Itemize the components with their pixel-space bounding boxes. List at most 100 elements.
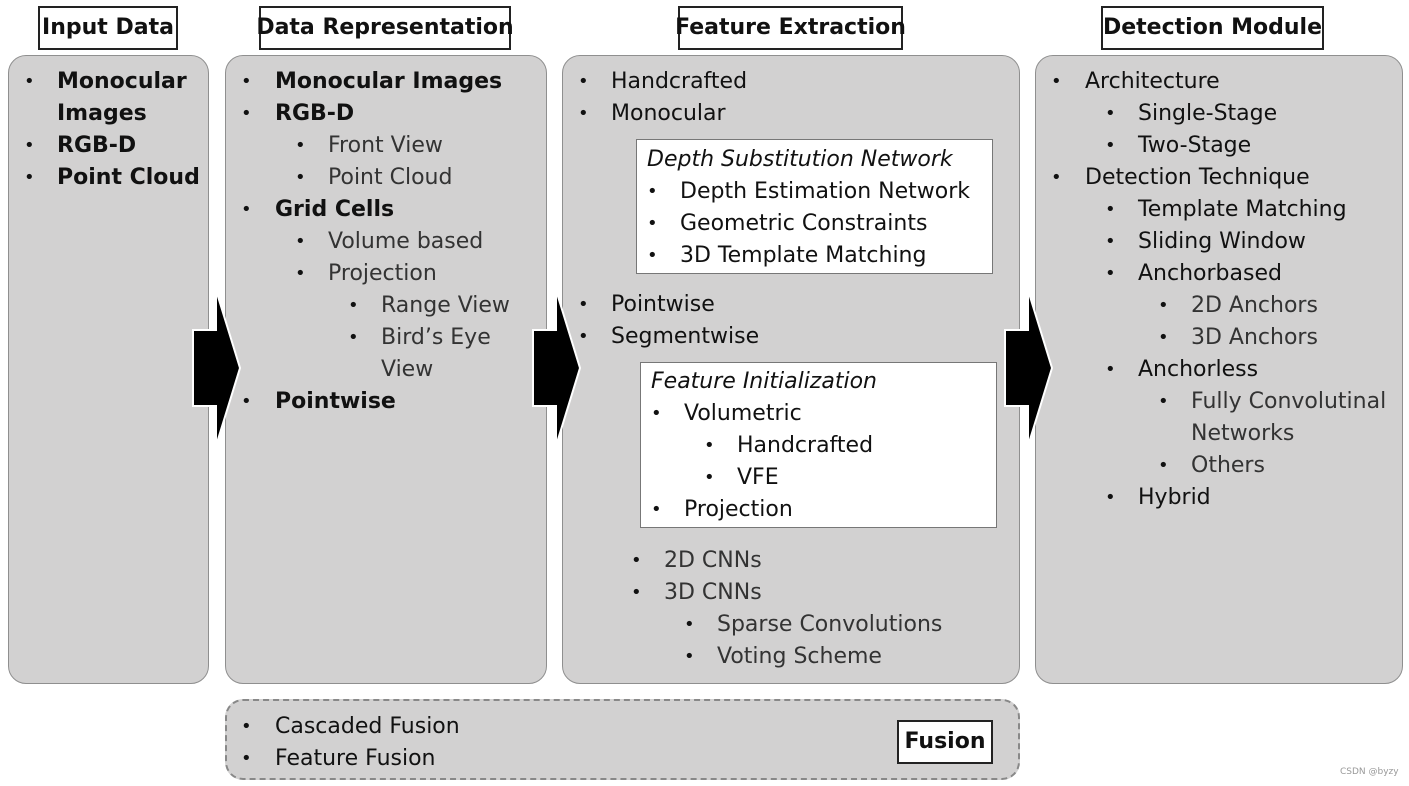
init-box-item: Projection [684, 497, 793, 522]
feature-extraction-title: Feature Extraction [675, 6, 906, 50]
bullet-icon: • [241, 71, 252, 92]
bullet-icon: • [684, 614, 695, 635]
arrow-icon [192, 289, 242, 447]
bullet-icon: • [704, 435, 715, 456]
representation-item: Bird’s Eye [381, 325, 491, 350]
bullet-icon: • [651, 403, 662, 424]
bullet-icon: • [647, 245, 658, 266]
detection-module-panel [1035, 55, 1403, 684]
representation-item: Volume based [328, 229, 484, 254]
input-item: Point Cloud [57, 165, 200, 190]
detection-item: Template Matching [1138, 197, 1347, 222]
bullet-icon: • [295, 263, 306, 284]
bullet-icon: • [1051, 71, 1062, 92]
extraction-item: Voting Scheme [717, 644, 882, 669]
detection-item: 2D Anchors [1191, 293, 1318, 318]
bullet-icon: • [295, 167, 306, 188]
bullet-icon: • [1105, 263, 1116, 284]
extraction-item: Pointwise [611, 292, 715, 317]
feature-initialization-box [640, 362, 997, 528]
input-item: Monocular [57, 69, 187, 94]
detection-item: Architecture [1085, 69, 1220, 94]
data-representation-panel [225, 55, 547, 684]
depth-box-item: Geometric Constraints [680, 211, 928, 236]
detection-item: Single-Stage [1138, 101, 1278, 126]
bullet-icon: • [348, 295, 359, 316]
extraction-item: 2D CNNs [664, 548, 762, 573]
representation-item: Monocular Images [275, 69, 503, 94]
representation-item: View [381, 357, 434, 382]
init-box-item: VFE [737, 465, 779, 490]
init-box-item: Handcrafted [737, 433, 874, 458]
bullet-icon: • [578, 103, 589, 124]
detection-item: Hybrid [1138, 485, 1211, 510]
bullet-icon: • [241, 716, 252, 737]
bullet-icon: • [631, 582, 642, 603]
bullet-icon: • [241, 748, 252, 769]
bullet-icon: • [1158, 295, 1169, 316]
bullet-icon: • [295, 231, 306, 252]
detection-item: Others [1191, 453, 1265, 478]
bullet-icon: • [348, 327, 359, 348]
depth-box-item: Depth Estimation Network [680, 179, 971, 204]
representation-item: Projection [328, 261, 437, 286]
representation-item: Point Cloud [328, 165, 453, 190]
representation-item: Pointwise [275, 389, 396, 414]
arrow-icon [532, 289, 582, 447]
arrow-icon [1004, 289, 1054, 447]
detection-item: Sliding Window [1138, 229, 1306, 254]
representation-item: Range View [381, 293, 510, 318]
bullet-icon: • [647, 213, 658, 234]
bullet-icon: • [631, 550, 642, 571]
bullet-icon: • [1105, 103, 1116, 124]
fusion-item: Cascaded Fusion [275, 714, 460, 739]
detection-item: Networks [1191, 421, 1295, 446]
bullet-icon: • [241, 199, 252, 220]
bullet-icon: • [651, 499, 662, 520]
extraction-item: Segmentwise [611, 324, 760, 349]
input-data-title: Input Data [38, 6, 178, 50]
input-item: Images [57, 101, 147, 126]
bullet-icon: • [704, 467, 715, 488]
bullet-icon: • [24, 167, 35, 188]
representation-item: Grid Cells [275, 197, 395, 222]
bullet-icon: • [1158, 391, 1169, 412]
bullet-icon: • [1105, 231, 1116, 252]
detection-item: Anchorbased [1138, 261, 1282, 286]
detection-item: Two-Stage [1138, 133, 1252, 158]
bullet-icon: • [684, 646, 695, 667]
bullet-icon: • [1105, 199, 1116, 220]
input-item: RGB-D [57, 133, 137, 158]
representation-item: Front View [328, 133, 443, 158]
fusion-title: Fusion [897, 720, 993, 764]
representation-item: RGB-D [275, 101, 355, 126]
bullet-icon: • [241, 103, 252, 124]
detection-item: Detection Technique [1085, 165, 1310, 190]
bullet-icon: • [295, 135, 306, 156]
fusion-panel [225, 699, 1020, 780]
detection-item: 3D Anchors [1191, 325, 1318, 350]
detection-item: Fully Convolutinal [1191, 389, 1387, 414]
bullet-icon: • [1105, 487, 1116, 508]
extraction-item: Sparse Convolutions [717, 612, 943, 637]
detection-item: Anchorless [1138, 357, 1259, 382]
bullet-icon: • [1158, 327, 1169, 348]
bullet-icon: • [647, 181, 658, 202]
data-representation-title: Data Representation [256, 6, 514, 50]
extraction-item: Monocular [611, 101, 726, 126]
detection-module-title: Detection Module [1101, 6, 1324, 50]
bullet-icon: • [24, 71, 35, 92]
extraction-item: 3D CNNs [664, 580, 762, 605]
bullet-icon: • [578, 326, 589, 347]
bullet-icon: • [241, 391, 252, 412]
watermark: CSDN @byzy [1340, 767, 1399, 777]
fusion-item: Feature Fusion [275, 746, 436, 771]
bullet-icon: • [1105, 359, 1116, 380]
init-box-item: Volumetric [684, 401, 802, 426]
depth-substitution-box [636, 139, 993, 274]
bullet-icon: • [24, 135, 35, 156]
input-data-panel [8, 55, 209, 684]
bullet-icon: • [1051, 167, 1062, 188]
extraction-item: Handcrafted [611, 69, 748, 94]
bullet-icon: • [578, 71, 589, 92]
